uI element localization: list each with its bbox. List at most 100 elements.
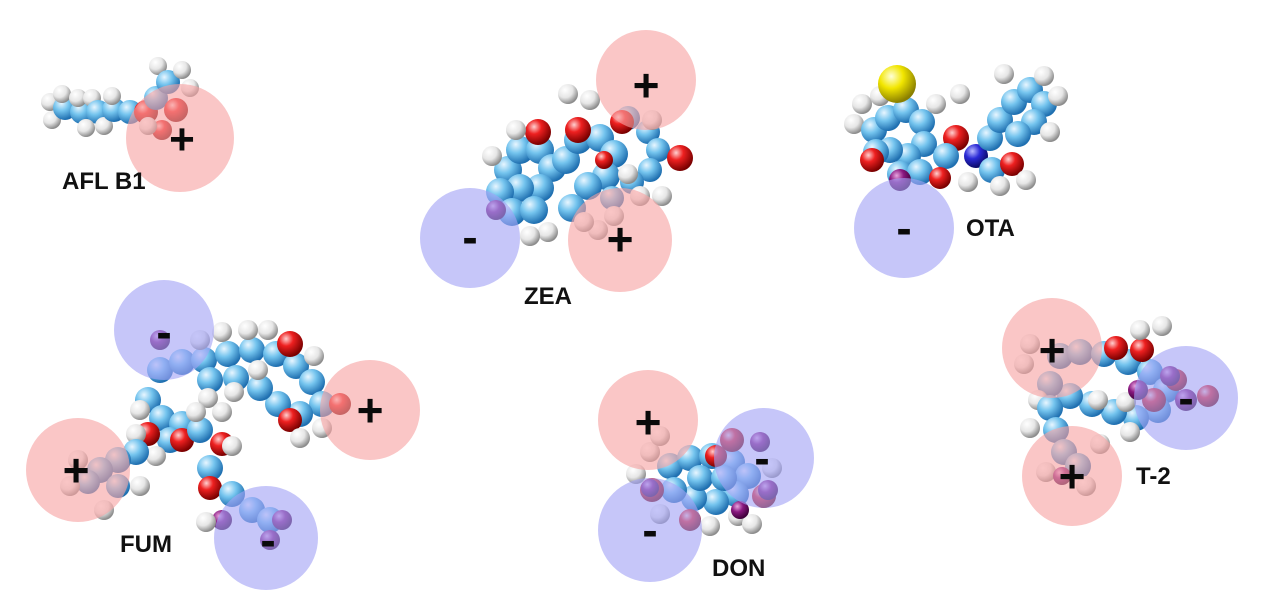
carbon-atom — [187, 417, 213, 443]
hydrogen-atom — [1152, 316, 1172, 336]
hydrogen-atom — [95, 117, 113, 135]
hydrogen-atom — [1130, 320, 1150, 340]
charge-minus-ota: - — [896, 202, 911, 254]
oxygen-atom — [860, 148, 884, 172]
hydrogen-atom — [950, 84, 970, 104]
carbon-atom — [1005, 121, 1031, 147]
positive-zone-fum-right — [320, 360, 420, 460]
molecule-don: + - - DON — [598, 370, 814, 582]
carbon-atom — [987, 107, 1013, 133]
carbon-atom — [197, 455, 223, 481]
hydrogen-atom — [130, 400, 150, 420]
carbon-atom — [239, 337, 265, 363]
label-t-2: T-2 — [1136, 463, 1171, 490]
oxygen-atom — [1000, 152, 1024, 176]
hydrogen-atom — [506, 120, 526, 140]
positive-zone-don — [598, 370, 698, 470]
negative-zone-don-right — [714, 408, 814, 508]
hydrogen-atom — [130, 476, 150, 496]
hydrogen-atom — [958, 172, 978, 192]
carbon-atom — [687, 465, 713, 491]
carbon-atom — [638, 158, 662, 182]
hydrogen-atom — [1016, 170, 1036, 190]
hydrogen-atom — [990, 176, 1010, 196]
carbon-atom — [283, 353, 309, 379]
hydrogen-atom — [290, 428, 310, 448]
charge-minus-zea: - — [462, 211, 477, 263]
negative-zone-fum-top — [114, 280, 214, 380]
carbon-atom — [506, 136, 534, 164]
oxygen-atom — [667, 145, 693, 171]
hydrogen-atom — [700, 516, 720, 536]
oxygen-atom — [1130, 338, 1154, 362]
charge-plus-fum-right: + — [357, 384, 384, 436]
hydrogen-atom — [558, 84, 578, 104]
hydrogen-atom — [618, 164, 638, 184]
hydrogen-atom — [538, 222, 558, 242]
hydrogen-atom — [926, 94, 946, 114]
negative-zone-fum-bottom — [214, 486, 318, 590]
carbon-atom — [215, 341, 241, 367]
hydrogen-atom — [248, 360, 268, 380]
hydrogen-atom — [103, 87, 121, 105]
hydrogen-atom — [212, 322, 232, 342]
carbon-atom — [933, 143, 959, 169]
hydrogen-atom — [224, 382, 244, 402]
oxygen-atom — [277, 331, 303, 357]
positive-zone-t-2-top — [1002, 298, 1102, 398]
carbon-atom — [520, 196, 548, 224]
oxygen-atom — [198, 476, 222, 500]
label-fum: FUM — [120, 531, 172, 558]
charge-plus-don: + — [635, 396, 662, 448]
charge-minus-fum-bottom: - — [260, 514, 275, 566]
hydrogen-atom — [126, 424, 146, 444]
negative-zone-t-2 — [1134, 346, 1238, 450]
negative-zone-ota — [854, 178, 954, 278]
carbon-atom — [149, 405, 175, 431]
molecule-afl-b1: + AFL B1 — [41, 57, 234, 195]
oxygen-atom — [929, 167, 951, 189]
charge-minus-fum-top: - — [156, 306, 171, 358]
charge-plus-t-2-top: + — [1039, 324, 1066, 376]
hydrogen-atom — [520, 226, 540, 246]
negative-zone-zea — [420, 188, 520, 288]
hydrogen-atom — [212, 402, 232, 422]
molecule-ota: - OTA — [844, 64, 1068, 278]
positive-zone-t-2-bottom — [1022, 426, 1122, 526]
hydrogen-atom — [77, 119, 95, 137]
carbon-atom — [197, 367, 223, 393]
atoms-ota — [844, 64, 1068, 196]
molecule-t-2: + - + T-2 — [1002, 298, 1238, 526]
charge-plus-afl-b1: + — [169, 115, 195, 164]
carbon-atom — [1037, 395, 1063, 421]
hydrogen-atom — [222, 436, 242, 456]
hydrogen-atom — [844, 114, 864, 134]
hydrogen-atom — [198, 388, 218, 408]
carbon-atom — [907, 159, 933, 185]
hydrogen-atom — [149, 57, 167, 75]
hydrogen-atom — [994, 64, 1014, 84]
carbon-atom — [574, 172, 602, 200]
molecule-fum: - + + - FUM — [26, 280, 420, 590]
charge-minus-don-right: - — [754, 432, 769, 484]
hydrogen-atom — [580, 90, 600, 110]
sulfur-chlorine-atom — [878, 65, 916, 103]
carbon-atom — [646, 138, 670, 162]
hydrogen-atom — [186, 402, 206, 422]
positive-zone-fum-left — [26, 418, 130, 522]
positive-zone-afl-b1 — [126, 84, 234, 192]
hydrogen-atom — [852, 94, 872, 114]
hydrogen-atom — [1020, 418, 1040, 438]
label-ota: OTA — [966, 215, 1015, 242]
hydrogen-atom — [53, 85, 71, 103]
hydrogen-atom — [1034, 66, 1054, 86]
oxygen-atom — [595, 151, 613, 169]
hydrogen-atom — [146, 446, 166, 466]
oxygen-atom — [1104, 336, 1128, 360]
iodine-like-atom — [731, 501, 749, 519]
carbon-atom — [247, 375, 273, 401]
hydrogen-atom — [173, 61, 191, 79]
hydrogen-atom — [482, 146, 502, 166]
carbon-atom — [299, 369, 325, 395]
